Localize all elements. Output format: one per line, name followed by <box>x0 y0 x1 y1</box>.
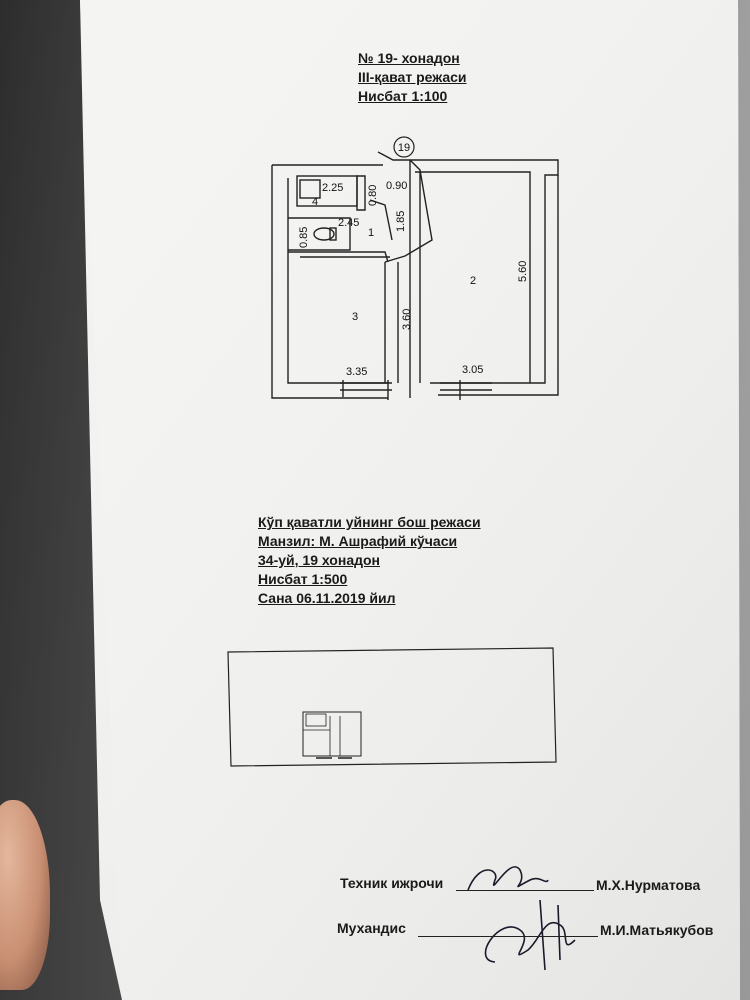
apartment-number: № 19- хонадон <box>358 50 460 66</box>
technician-signature <box>467 866 549 891</box>
site-plan-title: Кўп қаватли уйнинг бош режаси <box>258 514 481 530</box>
dim-5-60: 5.60 <box>517 261 529 282</box>
engineer-label: Мухандис <box>337 920 406 936</box>
technician-name: М.Х.Нурматова <box>596 877 701 893</box>
room-3-label: 3 <box>352 311 358 323</box>
room-1-label: 1 <box>368 227 374 239</box>
dim-0-80: 0.80 <box>367 185 379 206</box>
room-2-label: 2 <box>470 275 476 287</box>
address: Манзил: М. Ашрафий кўчаси <box>258 533 458 549</box>
dim-0-90: 0.90 <box>386 180 407 192</box>
date: Сана 06.11.2019 йил <box>258 590 396 606</box>
dim-3-35: 3.35 <box>346 366 367 378</box>
floor-plan-title: III-қават режаси <box>358 69 467 85</box>
dim-2-25: 2.25 <box>322 182 343 194</box>
dim-0-85: 0.85 <box>298 227 310 248</box>
plan-scale: Нисбат 1:100 <box>358 88 448 104</box>
room-4-label: 4 <box>312 196 318 208</box>
dim-3-05: 3.05 <box>462 364 483 376</box>
engineer-signature <box>484 899 576 971</box>
site-scale: Нисбат 1:500 <box>258 571 348 587</box>
dim-1-85: 1.85 <box>395 211 407 232</box>
apartment-marker-circle <box>393 136 415 158</box>
apartment-marker: 19 <box>398 142 410 154</box>
dim-3-60: 3.60 <box>401 309 413 330</box>
engineer-name: М.И.Матьякубов <box>600 922 714 938</box>
engineer-line <box>418 936 598 937</box>
dim-2-45: 2.45 <box>338 217 359 229</box>
technician-label: Техник ижрочи <box>340 875 444 891</box>
house-apartment: 34-уй, 19 хонадон <box>258 552 380 568</box>
site-plan <box>227 647 557 767</box>
floor-plan <box>271 151 559 400</box>
technician-line <box>456 890 594 891</box>
